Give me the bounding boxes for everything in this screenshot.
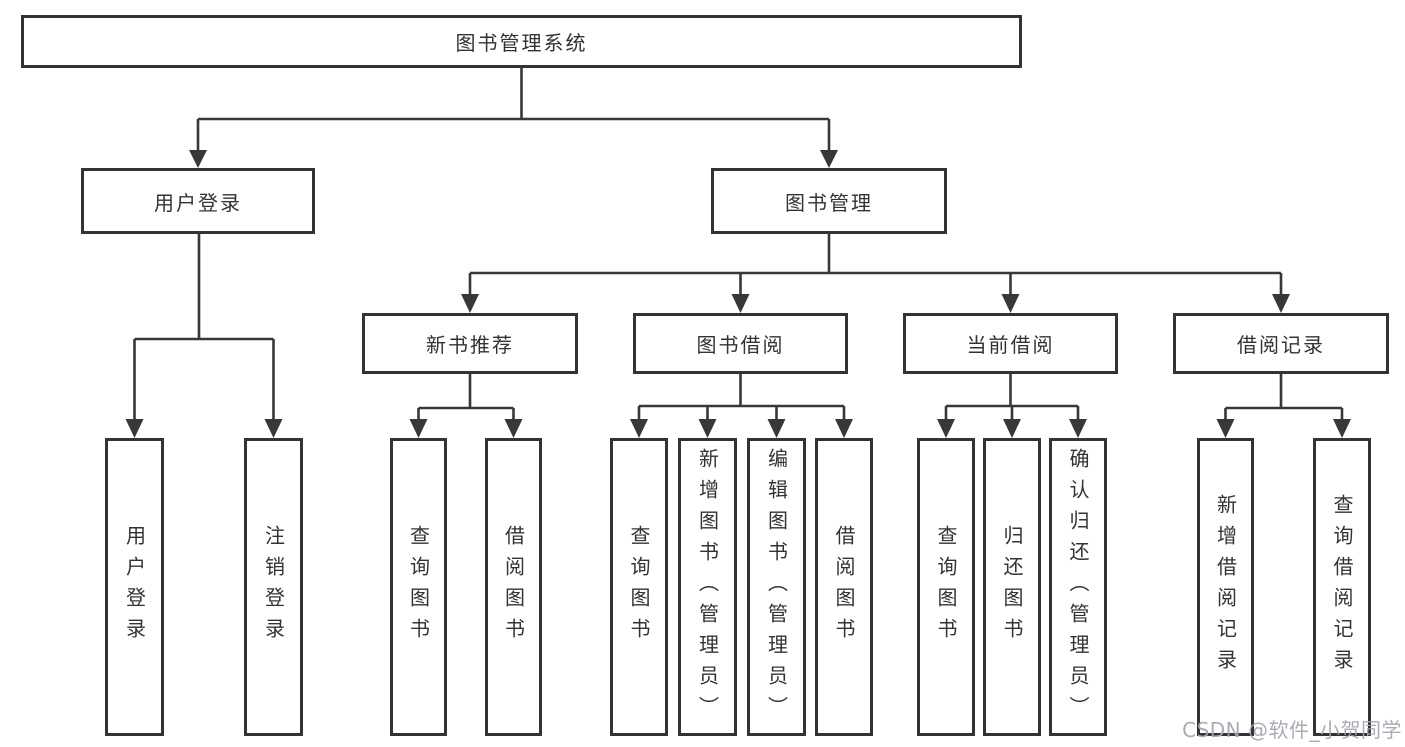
node-user-login-label: 用户登录 bbox=[154, 190, 242, 215]
leaf-query-books-borrowing: 查询图书 bbox=[610, 438, 668, 736]
leaf-return-books: 归还图书 bbox=[983, 438, 1041, 736]
leaf-borrow-books-borrowing-label: 借阅图书 bbox=[832, 525, 856, 649]
leaf-user-login: 用户登录 bbox=[105, 438, 164, 736]
leaf-user-login-label: 用户登录 bbox=[122, 525, 147, 649]
leaf-edit-book-admin: 编辑图书（管理员） bbox=[747, 438, 806, 736]
node-book-borrowing-label: 图书借阅 bbox=[696, 333, 785, 357]
leaf-query-borrow-record: 查询借阅记录 bbox=[1313, 438, 1371, 736]
leaf-add-book-admin-label: 新增图书（管理员） bbox=[695, 447, 720, 727]
leaf-query-books-recommend-label: 查询图书 bbox=[406, 525, 431, 649]
leaf-borrow-books-borrowing: 借阅图书 bbox=[815, 438, 873, 736]
leaf-query-books-borrowing-label: 查询图书 bbox=[627, 525, 651, 649]
node-book-management-label: 图书管理 bbox=[785, 190, 873, 215]
leaf-add-book-admin: 新增图书（管理员） bbox=[678, 438, 737, 736]
node-book-borrowing: 图书借阅 bbox=[633, 313, 848, 374]
node-borrow-records-label: 借阅记录 bbox=[1237, 333, 1325, 357]
leaf-add-borrow-record: 新增借阅记录 bbox=[1197, 438, 1254, 736]
leaf-return-books-label: 归还图书 bbox=[1000, 525, 1024, 649]
node-root: 图书管理系统 bbox=[21, 15, 1022, 68]
node-user-login: 用户登录 bbox=[81, 168, 315, 234]
leaf-query-borrow-record-label: 查询借阅记录 bbox=[1330, 494, 1354, 680]
node-current-borrowing-label: 当前借阅 bbox=[966, 333, 1055, 357]
leaf-query-books-current-label: 查询图书 bbox=[934, 525, 958, 649]
leaf-borrow-books-recommend-label: 借阅图书 bbox=[501, 525, 526, 649]
node-book-management: 图书管理 bbox=[711, 168, 947, 234]
leaf-edit-book-admin-label: 编辑图书（管理员） bbox=[764, 447, 789, 727]
leaf-logout: 注销登录 bbox=[244, 438, 303, 736]
node-new-book-recommend-label: 新书推荐 bbox=[426, 333, 514, 357]
leaf-logout-label: 注销登录 bbox=[261, 525, 286, 649]
node-root-label: 图书管理系统 bbox=[455, 31, 588, 55]
leaf-query-books-current: 查询图书 bbox=[917, 438, 975, 736]
leaf-query-books-recommend: 查询图书 bbox=[390, 438, 447, 736]
node-new-book-recommend: 新书推荐 bbox=[362, 313, 578, 374]
leaf-borrow-books-recommend: 借阅图书 bbox=[485, 438, 542, 736]
node-borrow-records: 借阅记录 bbox=[1173, 313, 1389, 374]
leaf-confirm-return-admin-label: 确认归还（管理员） bbox=[1066, 447, 1090, 727]
watermark: CSDN @软件_小贺同学 bbox=[1182, 718, 1402, 742]
leaf-confirm-return-admin: 确认归还（管理员） bbox=[1049, 438, 1107, 736]
node-current-borrowing: 当前借阅 bbox=[903, 313, 1118, 374]
leaf-add-borrow-record-label: 新增借阅记录 bbox=[1213, 494, 1238, 680]
